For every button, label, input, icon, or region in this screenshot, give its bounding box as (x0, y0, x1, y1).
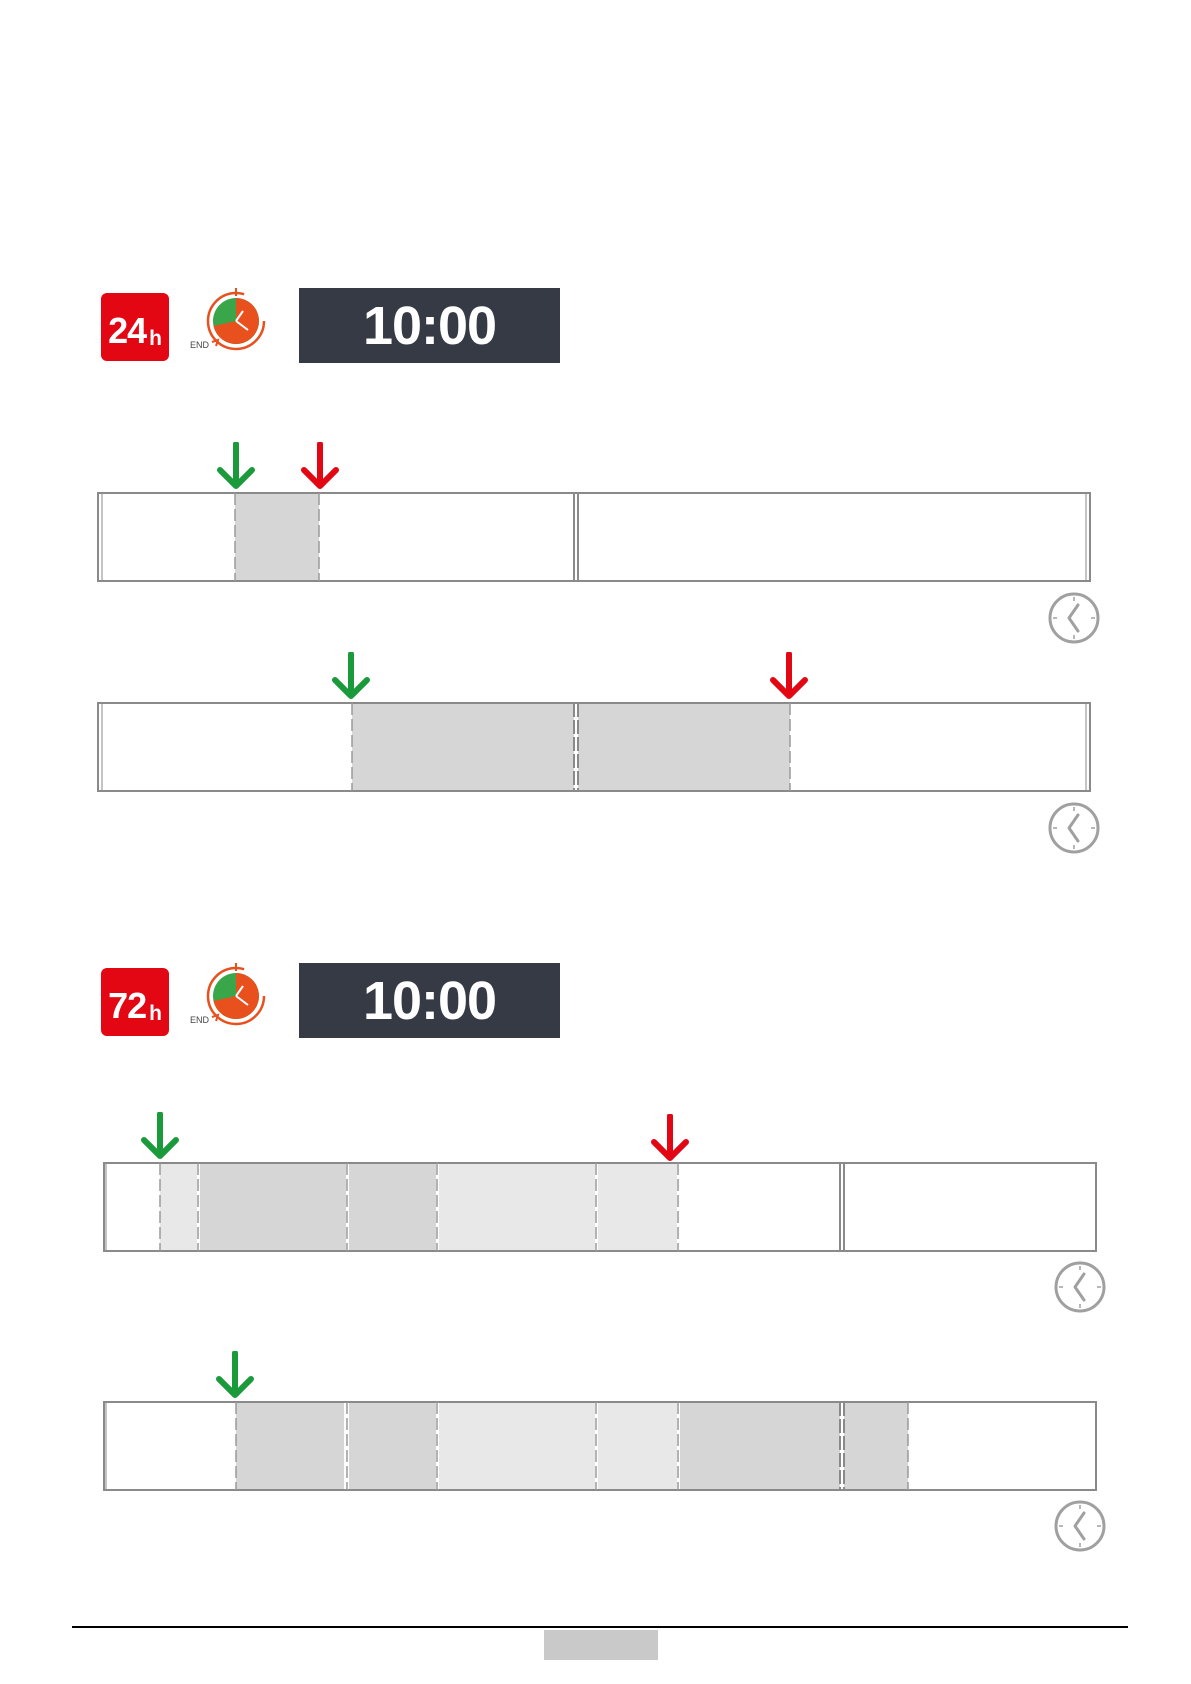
end-arrow-icon (769, 652, 809, 702)
end-label: END (190, 340, 210, 350)
timeline-track-72h-b (103, 1401, 1097, 1491)
time-display-24h: 10:00 (299, 288, 560, 363)
start-arrow-icon (216, 442, 256, 492)
clock-icon[interactable] (1047, 801, 1101, 855)
end-timer-icon: END (188, 286, 268, 356)
timeline-track-24h-b (97, 702, 1091, 792)
clock-icon[interactable] (1047, 591, 1101, 645)
timeline-track-72h-a (103, 1162, 1097, 1252)
badge-unit: h (149, 1003, 162, 1024)
end-arrow-icon (300, 442, 340, 492)
clock-icon[interactable] (1053, 1260, 1107, 1314)
page-number-box (544, 1630, 658, 1660)
start-arrow-icon (331, 652, 371, 702)
clock-icon[interactable] (1053, 1499, 1107, 1553)
timeline-track-24h-a (97, 492, 1091, 582)
footer-divider (72, 1626, 1128, 1628)
badge-number: 72 (108, 988, 146, 1024)
start-arrow-icon (140, 1112, 180, 1162)
end-label: END (190, 1015, 210, 1025)
start-arrow-icon (215, 1351, 255, 1401)
badge-unit: h (149, 328, 162, 349)
end-arrow-icon (650, 1114, 690, 1164)
time-display-72h: 10:00 (299, 963, 560, 1038)
badge-number: 24 (108, 313, 146, 349)
end-timer-icon: END (188, 961, 268, 1031)
